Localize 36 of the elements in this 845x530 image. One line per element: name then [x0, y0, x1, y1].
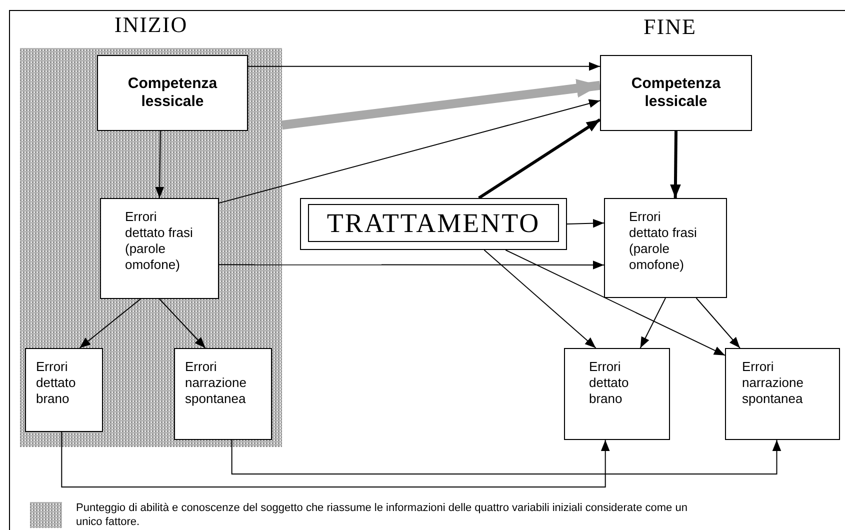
variable-box [604, 198, 727, 298]
variable-box [600, 55, 752, 131]
arrow [281, 79, 601, 130]
section-heading: INIZIO [113, 12, 189, 38]
variable-box [725, 348, 840, 440]
arrow [218, 260, 604, 270]
box-label: Competenza lessicale [126, 75, 218, 111]
arrow [231, 440, 782, 474]
treatment-label: TRATTAMENTO [308, 204, 559, 242]
arrow [505, 250, 726, 356]
arrow [484, 250, 596, 348]
arrow [79, 298, 141, 348]
arrow [640, 298, 666, 348]
box-label: Errori narrazione spontanea [742, 359, 804, 407]
treatment-box [300, 198, 567, 250]
arrow [478, 118, 601, 200]
variable-box [100, 198, 219, 299]
arrow [159, 298, 206, 348]
box-label: Errori dettato brano [36, 359, 77, 407]
arrow [670, 130, 681, 198]
variable-box [97, 55, 248, 131]
arrow [566, 218, 604, 228]
box-label: Errori narrazione spontanea [185, 359, 248, 407]
box-label: Errori dettato frasi (parole omofone) [629, 209, 697, 273]
variable-box [564, 348, 670, 440]
box-label: Competenza lessicale [630, 75, 722, 111]
arrow [248, 62, 600, 71]
legend-text: Punteggio di abilità e conoscenze del soggetto che riassume le informazioni delle quattro variabili iniziali considerate come un unico fattore. [76, 501, 688, 529]
arrow [61, 432, 610, 488]
arrow [155, 130, 164, 198]
box-label: Errori dettato frasi (parole omofone) [125, 209, 193, 273]
variable-box [25, 348, 103, 432]
variable-box [174, 348, 272, 440]
arrow [696, 298, 740, 348]
section-heading: FINE [642, 14, 698, 40]
box-label: Errori dettato brano [589, 359, 630, 407]
